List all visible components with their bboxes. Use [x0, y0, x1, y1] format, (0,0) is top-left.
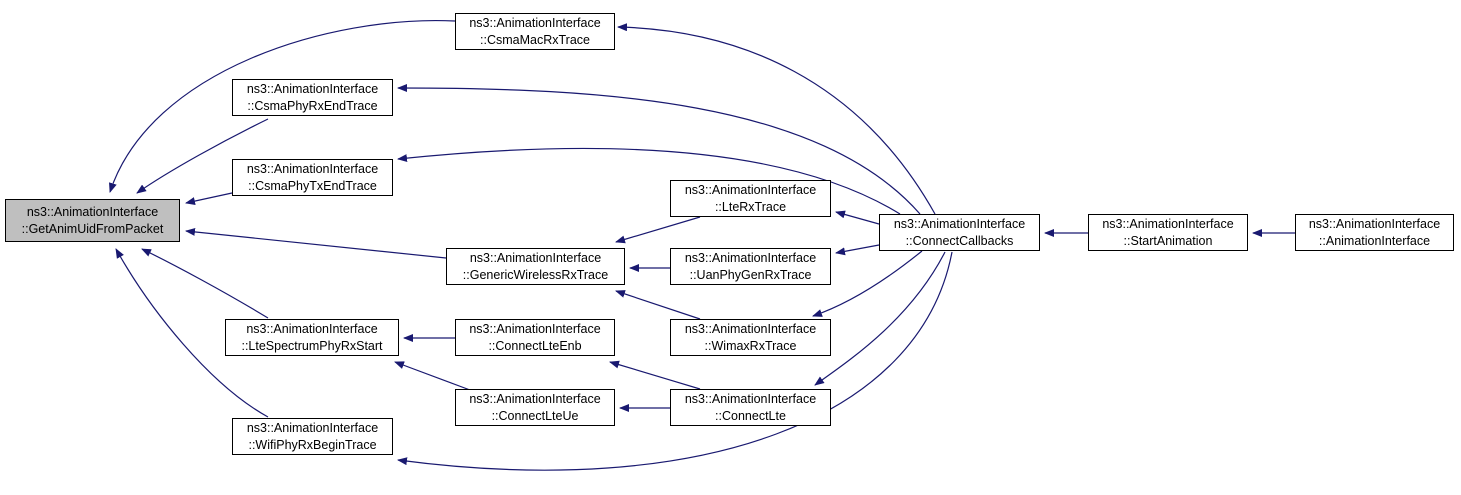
node-line2: ::LteSpectrumPhyRxStart	[241, 338, 383, 353]
node-animation-interface[interactable]: ns3::AnimationInterface ::AnimationInter…	[1295, 214, 1454, 251]
node-wimax-rx-trace[interactable]: ns3::AnimationInterface ::WimaxRxTrace	[670, 319, 831, 356]
node-line1: ns3::AnimationInterface	[684, 321, 817, 336]
node-line2: ::GenericWirelessRxTrace	[462, 267, 609, 282]
node-lte-rx-trace[interactable]: ns3::AnimationInterface ::LteRxTrace	[670, 180, 831, 217]
node-line2: ::StartAnimation	[1123, 233, 1213, 248]
node-line2: ::WifiPhyRxBeginTrace	[248, 437, 377, 452]
edge-lterx-to-genericwrx	[615, 216, 701, 244]
edge-connectcb-to-uanphy	[835, 244, 880, 256]
node-connect-callbacks[interactable]: ns3::AnimationInterface ::ConnectCallbac…	[879, 214, 1040, 251]
node-line1: ns3::AnimationInterface	[469, 321, 601, 336]
node-line1: ns3::AnimationInterface	[893, 216, 1026, 231]
node-line1: ns3::AnimationInterface	[246, 161, 379, 176]
node-csma-mac-rx-trace[interactable]: ns3::AnimationInterface ::CsmaMacRxTrace	[455, 13, 615, 50]
node-get-anim-uid-from-packet[interactable]: ns3::AnimationInterface ::GetAnimUidFrom…	[5, 199, 180, 242]
node-csma-phy-tx-end-trace[interactable]: ns3::AnimationInterface ::CsmaPhyTxEndTr…	[232, 159, 393, 196]
node-line2: ::CsmaPhyTxEndTrace	[248, 178, 377, 193]
node-line1: ns3::AnimationInterface	[469, 391, 601, 406]
edge-csmaphytxend-to-getanimuid	[185, 192, 233, 205]
node-line1: ns3::AnimationInterface	[684, 182, 817, 197]
edge-connectcb-to-lterx	[835, 210, 880, 225]
node-line2: ::UanPhyGenRxTrace	[689, 267, 812, 282]
node-line1: ns3::AnimationInterface	[469, 250, 602, 265]
node-csma-phy-rx-end-trace[interactable]: ns3::AnimationInterface ::CsmaPhyRxEndTr…	[232, 79, 393, 116]
node-line1: ns3::AnimationInterface	[246, 321, 378, 336]
edge-connectcb-to-wifiphyrx	[397, 251, 953, 471]
node-line1: ns3::AnimationInterface	[1308, 216, 1441, 231]
node-line1: ns3::AnimationInterface	[469, 15, 601, 30]
edge-genericwrx-to-getanimuid	[185, 227, 447, 259]
node-line2: ::LteRxTrace	[714, 199, 787, 214]
node-line2: ::ConnectCallbacks	[905, 233, 1014, 248]
edge-csmamacrx-to-getanimuid	[109, 19, 456, 193]
edge-connectcb-to-connectlte	[814, 251, 946, 386]
edge-wifiphyrx-to-getanimuid	[115, 248, 269, 418]
node-line2: ::CsmaMacRxTrace	[480, 32, 590, 47]
node-connect-lte-enb[interactable]: ns3::AnimationInterface ::ConnectLteEnb	[455, 319, 615, 356]
node-lte-spectrum-phy-rx-start[interactable]: ns3::AnimationInterface ::LteSpectrumPhy…	[225, 319, 399, 356]
node-uan-phy-gen-rx-trace[interactable]: ns3::AnimationInterface ::UanPhyGenRxTra…	[670, 248, 831, 285]
node-line2: ::CsmaPhyRxEndTrace	[247, 98, 378, 113]
edge-connectcb-to-csmaphyrxend	[397, 84, 921, 215]
node-generic-wireless-rx-trace[interactable]: ns3::AnimationInterface ::GenericWireles…	[446, 248, 625, 285]
edge-connectlteue-to-ltespectrum	[394, 361, 471, 391]
edge-connectcb-to-wimaxrx	[812, 250, 923, 317]
node-line2: ::ConnectLteEnb	[488, 338, 582, 353]
node-line1: ns3::AnimationInterface	[26, 204, 159, 219]
node-connect-lte[interactable]: ns3::AnimationInterface ::ConnectLte	[670, 389, 831, 426]
node-line2: ::GetAnimUidFromPacket	[21, 221, 164, 236]
node-line1: ns3::AnimationInterface	[1102, 216, 1234, 231]
edge-csmaphyrxend-to-getanimuid	[136, 118, 269, 194]
node-line2: ::WimaxRxTrace	[704, 338, 797, 353]
node-line1: ns3::AnimationInterface	[684, 391, 817, 406]
node-line2: ::AnimationInterface	[1318, 233, 1431, 248]
edge-ltespectrum-to-getanimuid	[141, 248, 269, 319]
node-wifi-phy-rx-begin-trace[interactable]: ns3::AnimationInterface ::WifiPhyRxBegin…	[232, 418, 393, 455]
node-connect-lte-ue[interactable]: ns3::AnimationInterface ::ConnectLteUe	[455, 389, 615, 426]
node-line1: ns3::AnimationInterface	[684, 250, 817, 265]
edge-connectlte-to-connectlteenb	[609, 360, 701, 390]
edge-connectcb-to-csmamacrx	[617, 23, 936, 215]
node-line2: ::ConnectLteUe	[491, 408, 579, 423]
node-line1: ns3::AnimationInterface	[246, 81, 379, 96]
node-line2: ::ConnectLte	[715, 408, 786, 423]
edge-wimaxrx-to-genericwrx	[615, 290, 701, 320]
node-line1: ns3::AnimationInterface	[246, 420, 379, 435]
node-start-animation[interactable]: ns3::AnimationInterface ::StartAnimation	[1088, 214, 1248, 251]
edge-connectcb-to-csmaphytxend	[397, 147, 901, 215]
